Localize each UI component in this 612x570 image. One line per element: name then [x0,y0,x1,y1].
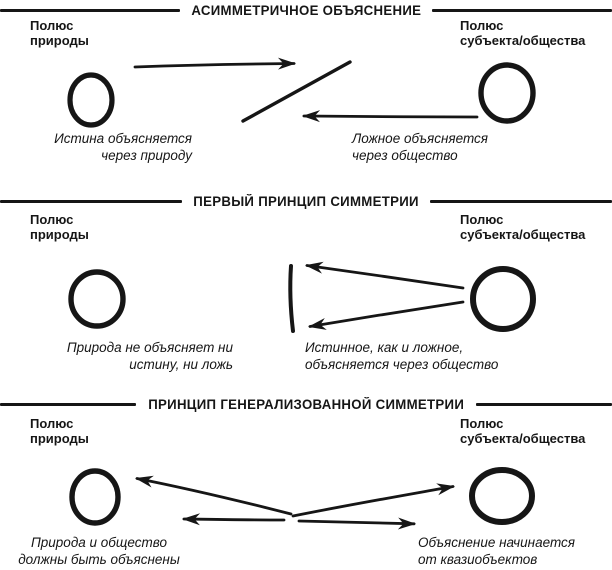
section2-header: ПЕРВЫЙ ПРИНЦИП СИММЕТРИИ [0,194,612,209]
pole-label-line: Полюс [30,212,74,227]
caption-line: Природа и общество [31,535,167,550]
arrow-center-to-nature-icon [135,475,293,516]
nature-circle [68,269,126,329]
caption-line: Объяснение начинается [418,535,576,550]
section1-caption-right: Ложное объясняется через общество [352,131,488,164]
section1-pole-nature-label: Полюс природы [30,18,89,48]
caption-line: Природа не объясняет ни [66,340,233,355]
section2-title: ПЕРВЫЙ ПРИНЦИП СИММЕТРИИ [193,194,419,209]
caption-line: Истинное, как и ложное, [305,340,464,355]
section2-caption-left: Природа не объясняет ни истину, ни ложь [30,340,233,373]
header-rule-left [0,200,182,203]
section1-header: АСИММЕТРИЧНОЕ ОБЪЯСНЕНИЕ [0,3,612,18]
pole-label-line: Полюс [460,416,504,431]
section2-caption-right: Истинное, как и ложное, объясняется чере… [305,340,498,373]
section3-header: ПРИНЦИП ГЕНЕРАЛИЗОВАННОЙ СИММЕТРИИ [0,397,612,412]
pole-label-line: природы [30,227,89,242]
arrow-society-false-icon [308,300,465,330]
section1-pole-society-label: Полюс субъекта/общества [460,18,585,48]
section3-title: ПРИНЦИП ГЕНЕРАЛИЗОВАННОЙ СИММЕТРИИ [148,397,464,412]
caption-line: истину, ни ложь [129,356,233,372]
caption-line: Истина объясняется [54,131,192,146]
section3-pole-society-label: Полюс субъекта/общества [460,416,585,446]
section1-caption-left: Истина объясняется через природу [30,131,192,164]
arrow-society-truth-icon [305,261,465,290]
section1-drawing [67,57,536,128]
blocking-slash [241,60,352,123]
header-rule-right [432,9,612,12]
pole-label-line: Полюс [30,416,74,431]
section1-title: АСИММЕТРИЧНОЕ ОБЪЯСНЕНИЕ [191,3,421,18]
section3-caption-right: Объяснение начинается от квазиобъектов [418,535,575,568]
header-rule-left [0,9,180,12]
caption-line: через общество [352,147,458,163]
pole-label-line: природы [30,431,89,446]
header-rule-left [0,403,136,406]
section3-drawing [69,467,535,530]
pole-label-line: субъекта/общества [460,227,586,242]
arrow-outward-right-icon [297,517,416,530]
section2-pole-society-label: Полюс субъекта/общества [460,212,585,242]
header-rule-right [476,403,612,406]
pole-label-line: Полюс [460,18,504,33]
section3-pole-nature-label: Полюс природы [30,416,89,446]
arrow-society-to-center-icon [302,110,479,123]
arrow-center-to-society-icon [291,483,455,518]
society-circle [470,266,536,332]
pole-label-line: субъекта/общества [460,33,586,48]
pole-label-line: Полюс [460,212,504,227]
pole-label-line: природы [30,33,89,48]
caption-line: должны быть объяснены [18,551,180,567]
pole-label-line: субъекта/общества [460,431,586,446]
section2-drawing [68,261,536,333]
arrow-nature-to-center-icon [133,57,296,70]
section3-caption-left: Природа и общество должны быть объяснены [8,535,190,568]
nature-circle [67,72,115,128]
section2-pole-nature-label: Полюс природы [30,212,89,242]
nature-circle [69,468,121,526]
caption-line: через природу [101,147,192,163]
society-circle [469,467,535,525]
header-rule-right [430,200,612,203]
barrier-bar [288,264,295,333]
pole-label-line: Полюс [30,18,74,33]
caption-line: от квазиобъектов [418,551,538,567]
caption-line: объясняется через общество [305,356,499,372]
caption-line: Ложное объясняется [352,131,489,146]
arrow-outward-left-icon [182,513,286,526]
society-circle [478,62,536,124]
